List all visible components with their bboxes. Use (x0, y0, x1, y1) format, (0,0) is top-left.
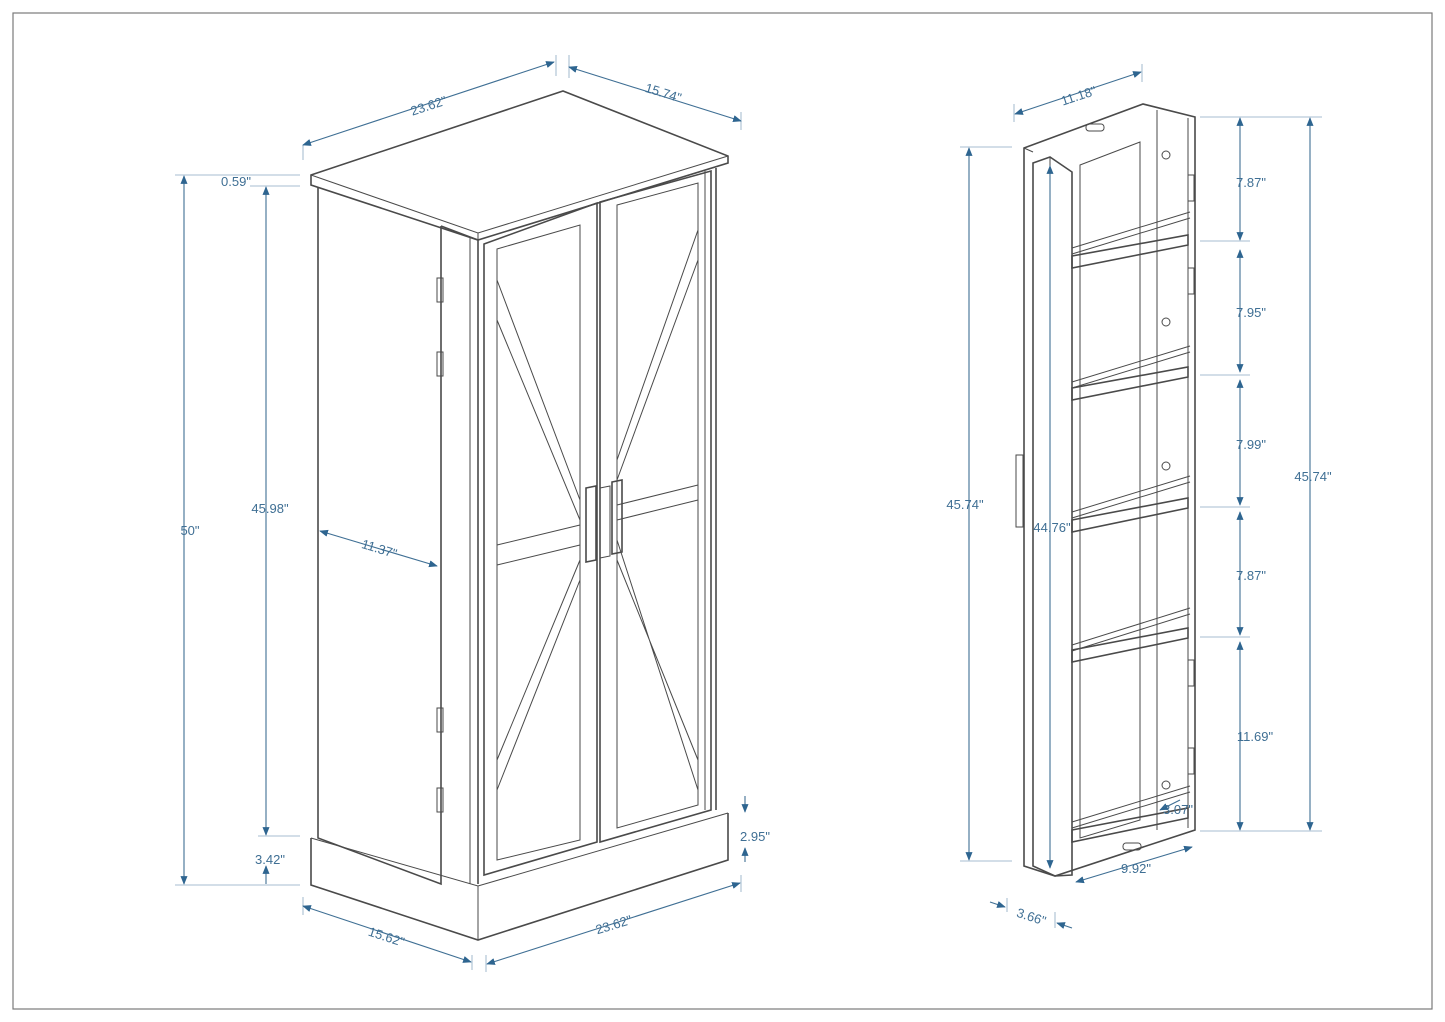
dim-shelf-spacing-3: 7.99" (1236, 437, 1266, 452)
dim-panel-thickness: 3.66" (1015, 905, 1048, 929)
dim-shelf-spacing-5: 11.69" (1237, 729, 1274, 744)
dim-shelf-spacing-4: 7.87" (1236, 568, 1266, 583)
dim-base-width: 23.62" (594, 912, 634, 937)
door-rack-dimensions: 11.18" 45.74" 44.76" 45.74" 7.87" 7.95" … (946, 64, 1332, 929)
door-rack-drawing (1015, 103, 1196, 877)
dim-rail-height: 3.07" (1163, 802, 1193, 817)
dim-top-thickness: 0.59" (221, 174, 251, 189)
dim-total-height: 50" (180, 523, 199, 538)
cabinet-drawing (310, 90, 729, 941)
dim-base-depth: 15.62" (366, 924, 406, 950)
dim-top-width: 23.62" (409, 93, 449, 119)
cabinet-dimensions: 23.62" 15.74" 0.59" 50" 45.98" 3.42" 11.… (175, 55, 770, 972)
dim-inner-width: 11.37" (360, 536, 399, 561)
dim-door-height: 45.98" (251, 501, 289, 516)
dim-rack-outer-height-right: 45.74" (1294, 469, 1332, 484)
dim-base-height: 3.42" (255, 852, 285, 867)
dim-rack-outer-height-left: 45.74" (946, 497, 984, 512)
dim-shelf-spacing-2: 7.95" (1236, 305, 1266, 320)
dim-rack-inner-height: 44.76" (1033, 520, 1071, 535)
dim-rack-depth: 11.18" (1059, 83, 1098, 109)
page-border (12, 12, 1433, 1010)
dim-base-front-height: 2.95" (740, 829, 770, 844)
dim-top-depth: 15.74" (643, 80, 683, 105)
dim-rack-inner-depth: 9.92" (1121, 861, 1151, 876)
dim-shelf-spacing-1: 7.87" (1236, 175, 1266, 190)
